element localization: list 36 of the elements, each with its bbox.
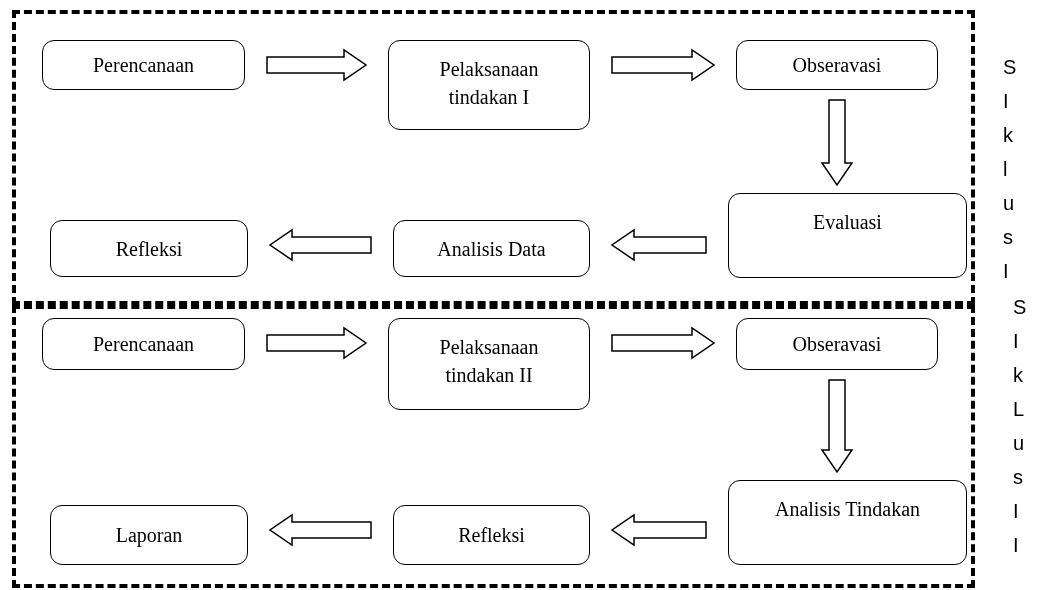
process-box — [42, 40, 245, 90]
dashed-group-frame — [12, 10, 975, 305]
box-label: Pelaksanaan tindakan II — [438, 335, 540, 388]
process-box — [42, 318, 245, 370]
process-box — [393, 220, 590, 277]
process-box — [50, 505, 248, 565]
box-label: Perencanaan — [92, 53, 194, 78]
dashed-group-frame — [12, 305, 975, 588]
process-box — [728, 480, 967, 565]
box-label: Perencanaan — [92, 332, 194, 357]
block-arrow — [266, 48, 368, 82]
block-arrow — [610, 228, 707, 262]
box-label: Analisis Tindakan — [775, 497, 920, 522]
process-box — [388, 318, 590, 410]
block-arrow — [268, 228, 372, 262]
block-arrow — [268, 513, 372, 547]
process-box — [728, 193, 967, 278]
process-box — [736, 40, 938, 90]
box-label: Refleksi — [458, 523, 525, 548]
box-label: Laporan — [115, 523, 183, 549]
block-arrow — [820, 99, 854, 187]
block-arrow — [611, 48, 716, 82]
block-arrow — [610, 513, 707, 547]
box-label: Obseravasi — [792, 53, 882, 78]
box-label: Obseravasi — [792, 332, 882, 357]
box-label: Analisis Data — [437, 236, 546, 262]
process-box — [388, 40, 590, 130]
process-box — [393, 505, 590, 565]
process-box — [50, 220, 248, 277]
block-arrow — [611, 326, 716, 360]
box-label: Pelaksanaan tindakan I — [438, 57, 540, 110]
box-label: Refleksi — [115, 236, 183, 262]
process-box — [736, 318, 938, 370]
block-arrow — [820, 379, 854, 474]
block-arrow — [266, 326, 368, 360]
box-label: Evaluasi — [813, 210, 882, 235]
